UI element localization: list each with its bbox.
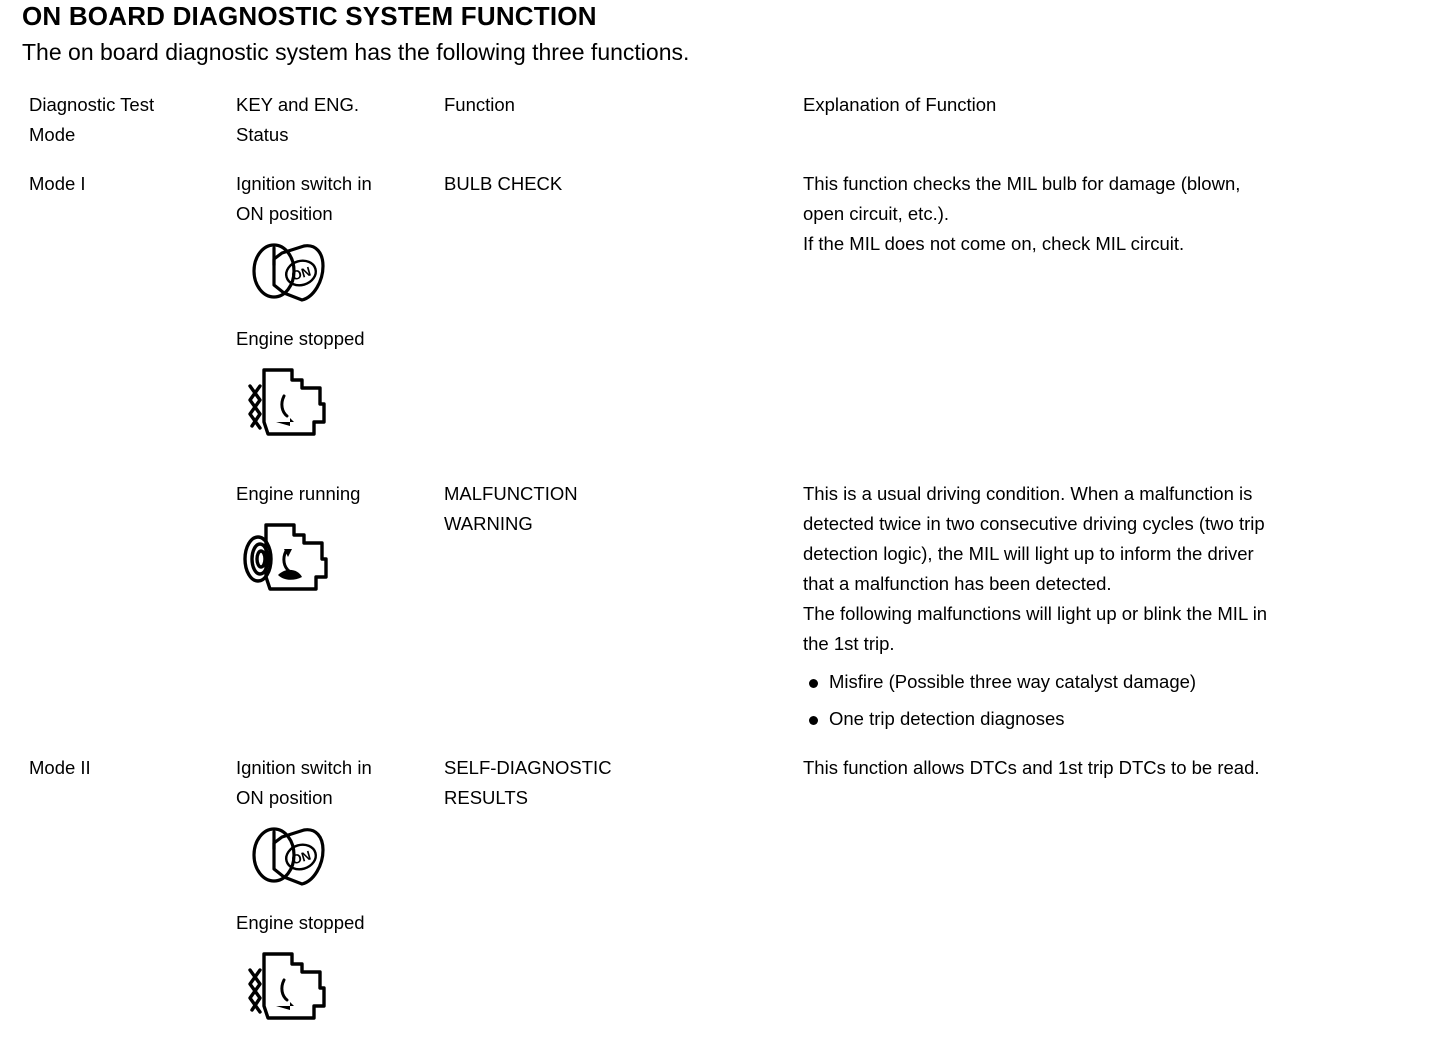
list-item: One trip detection diagnoses <box>803 705 1412 733</box>
column-header-status: KEY and ENG. Status <box>236 93 360 145</box>
explanation-text: This is a usual driving condition. When … <box>803 483 1268 655</box>
cell-function: BULB CHECK <box>444 173 563 195</box>
cell-spacer <box>803 783 1412 911</box>
status-label: Ignition switch in ON position <box>236 756 372 808</box>
engine-running-icon <box>240 515 423 610</box>
cell-spacer <box>803 259 1412 427</box>
table-row: Mode I Ignition switch in ON position ON <box>18 159 1422 469</box>
engine-stopped-icon <box>240 944 423 1039</box>
status-label: Engine running <box>236 483 361 505</box>
list-item: Misfire (Possible three way catalyst dam… <box>803 668 1412 696</box>
table-row: Mode II Ignition switch in ON position O… <box>18 743 1422 1052</box>
cell-status: Ignition switch in ON position ON <box>225 159 433 469</box>
column-header-explanation: Explanation of Function <box>803 93 997 115</box>
key-icon-label: ON <box>290 847 313 867</box>
cell-function: MALFUNCTION WARNING <box>444 483 578 535</box>
table-row: Engine running <box>18 469 1422 742</box>
explanation-bullet-list: Misfire (Possible three way catalyst dam… <box>803 668 1412 733</box>
page-title: ON BOARD DIAGNOSTIC SYSTEM FUNCTION <box>22 1 597 31</box>
status-label-secondary: Engine stopped <box>236 911 365 933</box>
cell-mode: Mode I <box>29 173 86 195</box>
cell-mode: Mode II <box>29 756 91 778</box>
engine-stopped-icon <box>240 360 423 455</box>
page-subtitle: The on board diagnostic system has the f… <box>22 39 690 66</box>
column-header-mode: Diagnostic Test Mode <box>29 93 155 145</box>
table-header-row: Diagnostic Test Mode KEY and ENG. Status… <box>18 80 1422 160</box>
cell-status: Ignition switch in ON position ON <box>225 743 433 1052</box>
ignition-key-on-icon: ON <box>244 235 423 320</box>
column-header-function: Function <box>444 93 515 115</box>
cell-function: SELF-DIAGNOSTIC RESULTS <box>444 756 612 808</box>
cell-explanation: This function checks the MIL bulb for da… <box>792 159 1422 469</box>
explanation-text: This function allows DTCs and 1st trip D… <box>803 756 1260 778</box>
status-label-secondary: Engine stopped <box>236 328 365 350</box>
cell-explanation: This is a usual driving condition. When … <box>792 469 1422 742</box>
key-icon-label: ON <box>290 264 313 284</box>
diagnostic-function-table: Diagnostic Test Mode KEY and ENG. Status… <box>18 80 1422 1052</box>
cell-status: Engine running <box>225 469 433 742</box>
document-page: ON BOARD DIAGNOSTIC SYSTEM FUNCTION The … <box>0 1 1440 1026</box>
status-label: Ignition switch in ON position <box>236 173 372 225</box>
explanation-text: This function checks the MIL bulb for da… <box>803 173 1241 255</box>
cell-explanation: This function allows DTCs and 1st trip D… <box>792 743 1422 1052</box>
ignition-key-on-icon: ON <box>244 819 423 904</box>
